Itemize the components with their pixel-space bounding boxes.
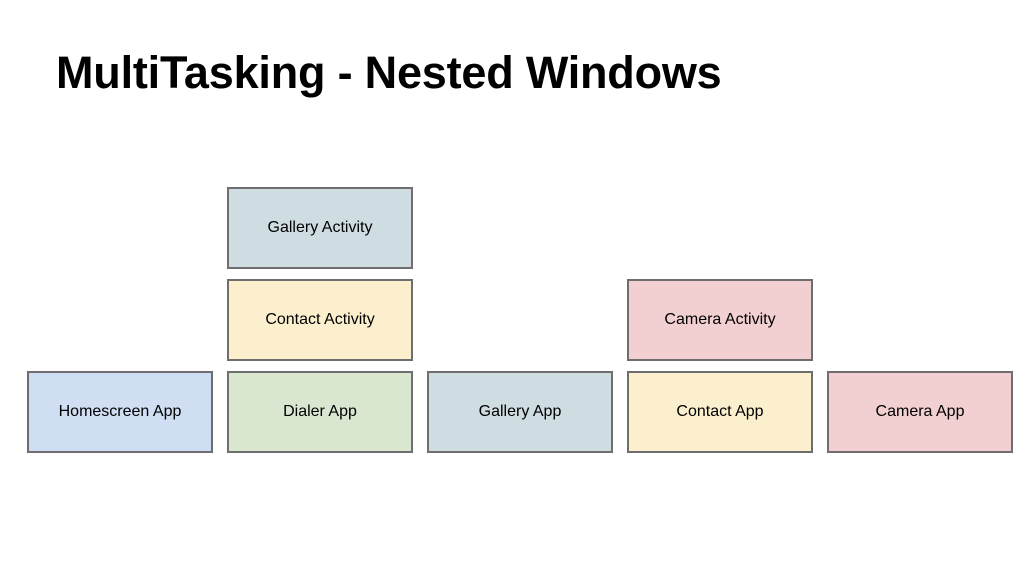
- node-box-homescreen-0[interactable]: Homescreen App: [27, 371, 213, 453]
- node-box-gallery-0[interactable]: Gallery App: [427, 371, 613, 453]
- node-box-camera-0[interactable]: Camera App: [827, 371, 1013, 453]
- node-label: Contact Activity: [265, 311, 375, 329]
- node-label: Contact App: [676, 403, 764, 421]
- stack-column-homescreen: Homescreen App: [27, 371, 213, 453]
- node-box-contact-1[interactable]: Camera Activity: [627, 279, 813, 361]
- stack-column-camera: Camera App: [827, 371, 1013, 453]
- node-label: Camera Activity: [664, 311, 776, 329]
- node-box-dialer-1[interactable]: Contact Activity: [227, 279, 413, 361]
- node-box-contact-0[interactable]: Contact App: [627, 371, 813, 453]
- stack-column-contact: Contact App Camera Activity: [627, 279, 813, 453]
- page-title: MultiTasking - Nested Windows: [56, 47, 722, 98]
- node-label: Camera App: [875, 403, 965, 421]
- stack-column-gallery: Gallery App: [427, 371, 613, 453]
- node-label: Gallery Activity: [267, 219, 373, 237]
- stack-column-dialer: Dialer App Contact Activity Gallery Activi…: [227, 187, 413, 453]
- node-label: Homescreen App: [58, 403, 182, 421]
- node-label: Dialer App: [283, 403, 357, 421]
- node-label: Gallery App: [478, 403, 562, 421]
- node-box-dialer-2[interactable]: Gallery Activity: [227, 187, 413, 269]
- node-box-dialer-0[interactable]: Dialer App: [227, 371, 413, 453]
